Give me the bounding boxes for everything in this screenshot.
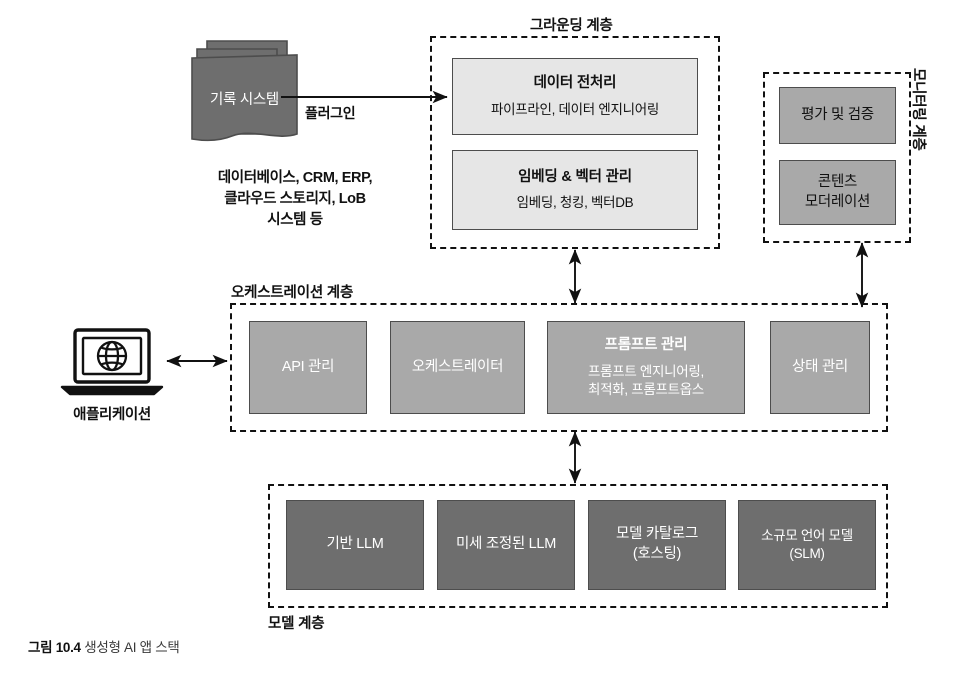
grounding-layer-title: 그라운딩 계층 — [530, 18, 613, 34]
orchestration-layer-container — [230, 303, 888, 432]
node-subtitle: 임베딩, 청킹, 벡터DB — [516, 195, 634, 211]
figure-caption-text: 생성형 AI 앱 스택 — [84, 640, 180, 655]
node-title: 기반 LLM — [326, 536, 384, 553]
node-data-preprocessing[interactable]: 데이터 전처리 파이프라인, 데이터 엔지니어링 — [452, 58, 698, 135]
model-layer-title: 모델 계층 — [268, 616, 325, 632]
node-subtitle: 파이프라인, 데이터 엔지니어링 — [491, 101, 659, 117]
node-subtitle: 프롬프트 엔지니어링, 최적화, 프롬프트옵스 — [588, 363, 704, 397]
figure-caption: 그림 10.4 생성형 AI 앱 스택 — [28, 636, 180, 656]
node-state-management[interactable]: 상태 관리 — [770, 321, 870, 414]
node-title: 상태 관리 — [792, 358, 848, 375]
application-label: 애플리케이션 — [73, 407, 151, 423]
node-evaluation-validation[interactable]: 평가 및 검증 — [779, 87, 896, 144]
node-orchestrator[interactable]: 오케스트레이터 — [390, 321, 525, 414]
node-title: 오케스트레이터 — [411, 358, 504, 375]
node-foundation-llm[interactable]: 기반 LLM — [286, 500, 424, 590]
monitoring-layer-container — [763, 72, 911, 243]
figure-caption-number: 그림 10.4 — [28, 640, 81, 655]
node-title: 평가 및 검증 — [801, 106, 874, 123]
node-title: API 관리 — [281, 358, 335, 375]
node-title: 임베딩 & 벡터 관리 — [518, 168, 632, 185]
plugin-connector-label: 플러그인 — [305, 105, 356, 121]
laptop-globe-icon — [60, 328, 164, 396]
system-of-record-label: 기록 시스템 — [210, 92, 279, 108]
orchestration-layer-title: 오케스트레이션 계층 — [231, 285, 354, 301]
node-embedding-vector-management[interactable]: 임베딩 & 벡터 관리 임베딩, 청킹, 벡터DB — [452, 150, 698, 230]
monitoring-layer-title: 모니터링 계층 — [910, 68, 926, 151]
grounding-layer-container — [430, 36, 720, 249]
node-content-moderation[interactable]: 콘텐츠 모더레이션 — [779, 160, 896, 225]
node-model-catalog[interactable]: 모델 카탈로그 (호스팅) — [588, 500, 726, 590]
node-title: 프롬프트 관리 — [604, 337, 688, 353]
node-title: 데이터 전처리 — [533, 75, 617, 92]
model-layer-container — [268, 484, 888, 608]
node-finetuned-llm[interactable]: 미세 조정된 LLM — [437, 500, 575, 590]
node-small-language-model[interactable]: 소규모 언어 모델 (SLM) — [738, 500, 876, 590]
node-title: 모델 카탈로그 (호스팅) — [616, 526, 698, 562]
node-prompt-management[interactable]: 프롬프트 관리 프롬프트 엔지니어링, 최적화, 프롬프트옵스 — [547, 321, 745, 414]
node-title: 소규모 언어 모델 (SLM) — [761, 527, 853, 561]
data-source-description: 데이터베이스, CRM, ERP, 클라우드 스토리지, LoB 시스템 등 — [217, 170, 373, 229]
node-title: 콘텐츠 모더레이션 — [804, 173, 871, 210]
node-api-management[interactable]: API 관리 — [249, 321, 367, 414]
node-title: 미세 조정된 LLM — [456, 536, 556, 553]
